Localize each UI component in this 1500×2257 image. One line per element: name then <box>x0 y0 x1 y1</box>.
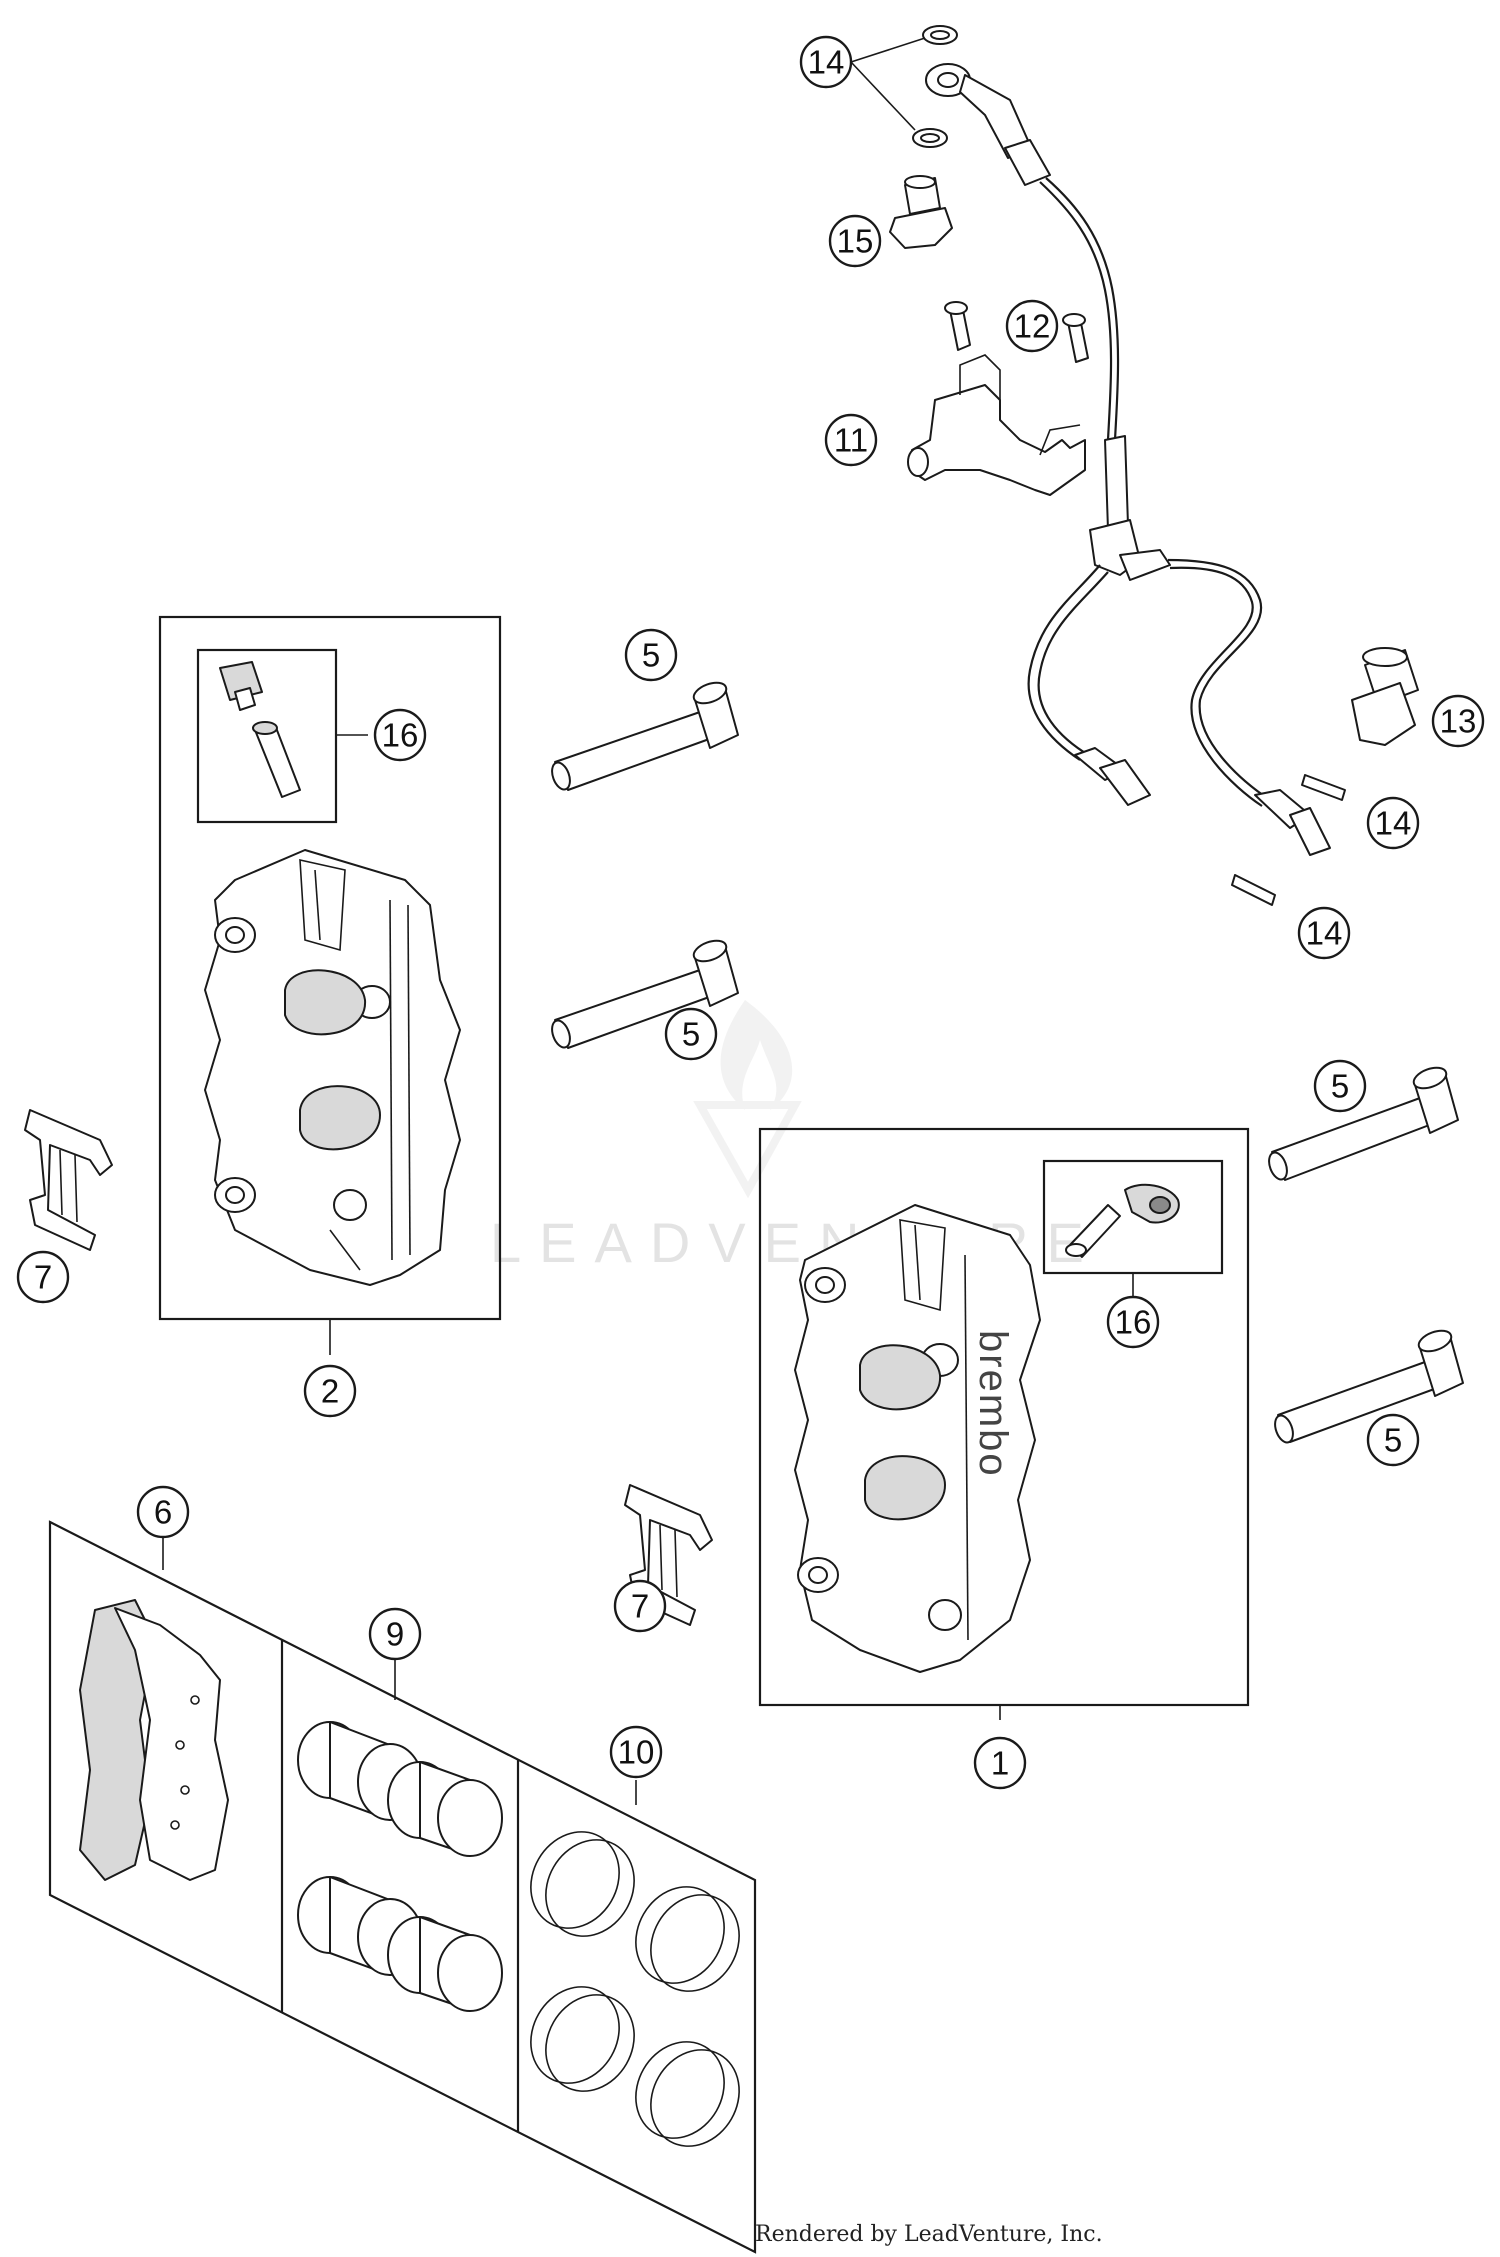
svg-text:16: 16 <box>1115 1304 1152 1341</box>
svg-text:11: 11 <box>834 422 868 459</box>
right-caliper-body: brembo <box>794 1204 1041 1673</box>
brake-pads <box>79 1599 229 1881</box>
svg-text:7: 7 <box>34 1259 52 1296</box>
left-lower-hose <box>1027 564 1101 761</box>
pad-spring-left <box>24 1109 113 1251</box>
svg-text:5: 5 <box>1331 1068 1349 1105</box>
watermark-flame-logo <box>693 1000 802 1199</box>
caliper-brand-text: brembo <box>971 1330 1015 1478</box>
svg-text:14: 14 <box>1306 915 1343 952</box>
right-bleeder-kit <box>1065 1183 1180 1258</box>
svg-text:14: 14 <box>808 44 845 81</box>
right-lower-hose <box>1167 558 1271 801</box>
callout-5-upper-left: 5 <box>624 628 678 682</box>
guide-pin-upper-left <box>551 681 739 791</box>
seal-rings <box>530 1831 740 2147</box>
callout-7-left: 7 <box>16 1250 70 1304</box>
svg-text:9: 9 <box>386 1616 404 1653</box>
hose-splitter <box>1104 435 1129 531</box>
pistons <box>297 1721 503 2012</box>
callout-6: 6 <box>136 1485 190 1539</box>
callout-2: 2 <box>303 1364 357 1418</box>
svg-text:15: 15 <box>837 223 874 260</box>
callout-5-lower-right: 5 <box>1366 1413 1420 1467</box>
left-bleeder-kit-frame <box>196 648 338 824</box>
washer-side-b <box>1231 874 1276 906</box>
svg-text:12: 12 <box>1014 308 1051 345</box>
svg-text:16: 16 <box>382 717 419 754</box>
callout-9: 9 <box>368 1607 422 1661</box>
svg-text:1: 1 <box>991 1745 1009 1782</box>
left-caliper-body <box>204 849 461 1286</box>
upper-hose <box>1039 181 1113 441</box>
svg-text:2: 2 <box>321 1373 339 1410</box>
guide-pin-lower-left <box>551 939 739 1049</box>
svg-text:5: 5 <box>1384 1422 1402 1459</box>
callout-7-right: 7 <box>613 1579 667 1633</box>
callout-16-right: 16 <box>1106 1295 1160 1349</box>
svg-text:5: 5 <box>642 637 660 674</box>
callout-1: 1 <box>973 1736 1027 1790</box>
callout-10: 10 <box>609 1725 663 1779</box>
brake-hose-assembly <box>889 25 1419 906</box>
svg-text:13: 13 <box>1440 703 1477 740</box>
callout-13: 13 <box>1431 694 1485 748</box>
svg-text:5: 5 <box>682 1016 700 1053</box>
callout-11: 11 <box>824 413 878 467</box>
svg-text:6: 6 <box>154 1494 172 1531</box>
callout-14-top: 14 <box>799 35 853 89</box>
service-kit-panel <box>48 1520 757 2254</box>
left-bleeder-kit <box>219 661 301 798</box>
washer-side-a <box>1301 774 1346 801</box>
callout-16-left: 16 <box>373 708 427 762</box>
hose-bracket <box>909 384 1086 496</box>
callout-5-lower-left: 5 <box>664 1007 718 1061</box>
callout-5-upper-right: 5 <box>1313 1059 1367 1113</box>
guide-pin-upper-right <box>1268 1066 1459 1181</box>
callout-14-lower: 14 <box>1297 906 1351 960</box>
callout-14-right: 14 <box>1366 796 1420 850</box>
svg-text:7: 7 <box>631 1588 649 1625</box>
callout-12: 12 <box>1005 299 1059 353</box>
svg-text:10: 10 <box>618 1734 655 1771</box>
svg-text:14: 14 <box>1375 805 1412 842</box>
render-credit: Rendered by LeadVenture, Inc. <box>755 2222 1103 2247</box>
callout-15: 15 <box>828 214 882 268</box>
right-caliper-frame <box>758 1127 1250 1707</box>
leader-lines <box>162 37 1134 1805</box>
guide-pin-lower-right <box>1274 1329 1464 1444</box>
